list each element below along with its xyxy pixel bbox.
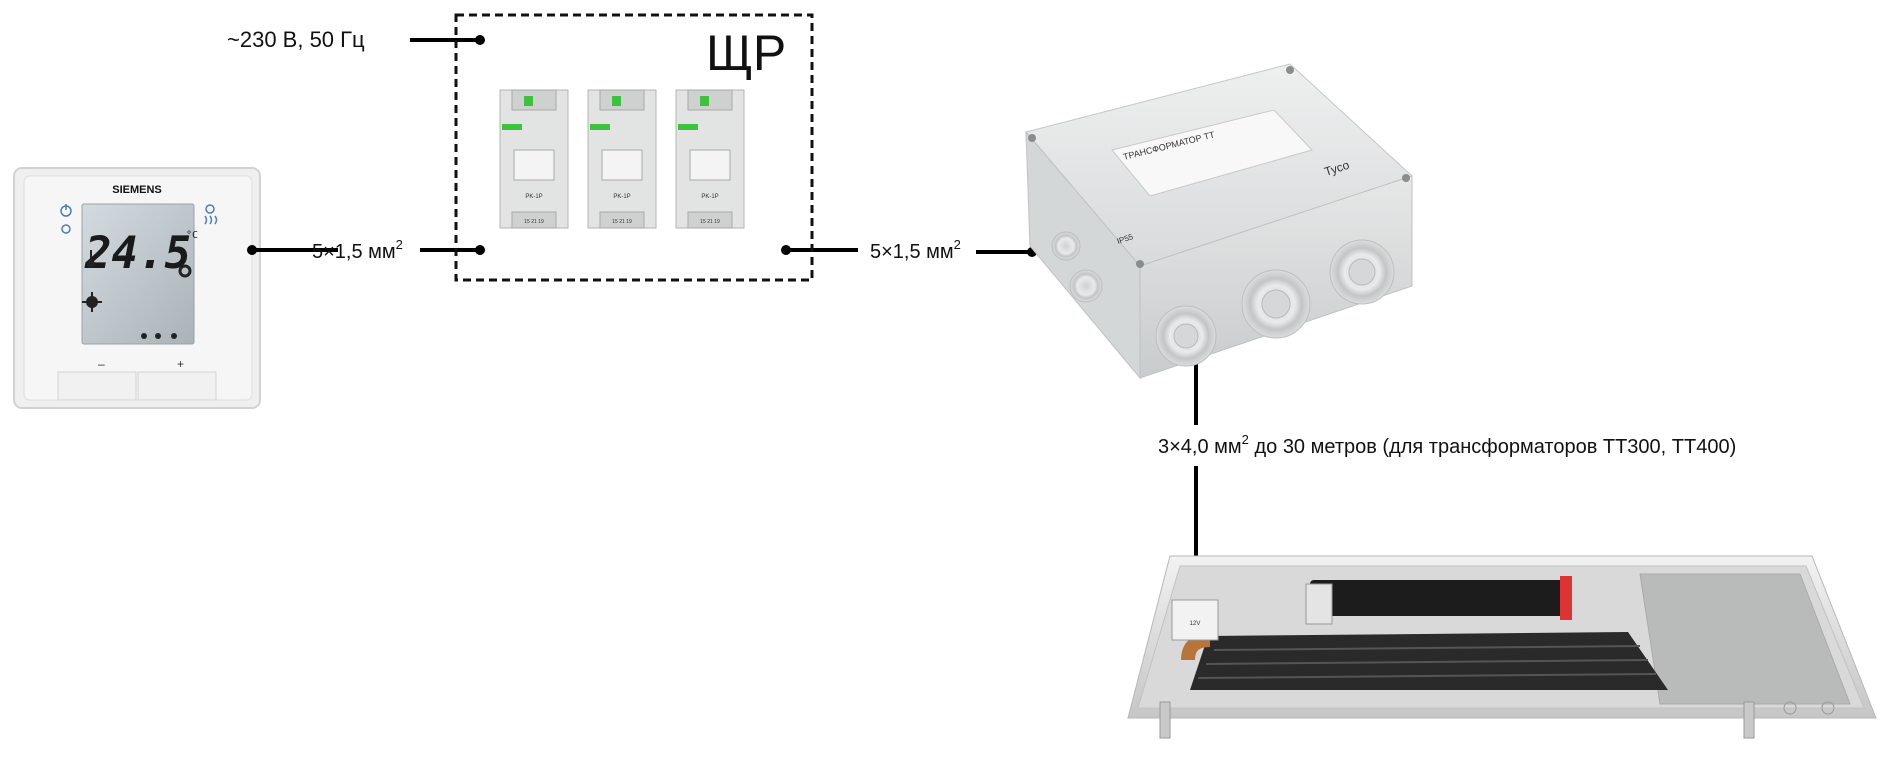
thermostat-unit: °C: [186, 230, 198, 241]
transformer-box: ТРАНСФОРМАТОР ТТ Tyco IP55: [1025, 63, 1413, 380]
plus-label: +: [177, 357, 184, 371]
thermostat: SIEMENS 24.5 °C – +: [13, 167, 261, 409]
fan-speed-icons: [141, 333, 177, 339]
box-screw: [1402, 174, 1410, 182]
cable-label-transformer: 5×1,5 мм2: [870, 237, 961, 263]
mode-icon[interactable]: [205, 204, 215, 214]
fan-end-cap: [1560, 576, 1572, 620]
sun-icon: [82, 292, 102, 312]
panel-border: [454, 13, 814, 282]
heating-icon[interactable]: [204, 215, 218, 225]
transformer-label-sticker: [1111, 109, 1313, 197]
terminal-box-tag: 12V: [1190, 621, 1201, 627]
gear-icon: [178, 264, 192, 278]
minus-label: –: [98, 357, 105, 371]
thermostat-brand: SIEMENS: [112, 184, 162, 196]
cable-gland: [1069, 269, 1103, 303]
svg-text:15 21 19: 15 21 19: [700, 219, 720, 225]
svg-text:15 21 19: 15 21 19: [612, 219, 632, 225]
fan-icon[interactable]: [61, 224, 71, 234]
distribution-panel: ЩР PK-1P 15 21 19 PK-1P 15 21 19: [454, 13, 814, 282]
svg-text:PK-1P: PK-1P: [525, 194, 542, 200]
cable-label-thermostat: 5×1,5 мм2: [312, 237, 403, 263]
svg-text:15 21 19: 15 21 19: [524, 219, 544, 225]
svg-text:PK-1P: PK-1P: [613, 194, 630, 200]
minus-button[interactable]: [57, 371, 137, 401]
svg-text:PK-1P: PK-1P: [701, 194, 718, 200]
cable-label-convector: 3×4,0 мм2 до 30 метров (для трансформато…: [1158, 432, 1736, 458]
floor-convector: 12V: [1127, 555, 1877, 739]
mounting-hole: [1821, 701, 1835, 715]
box-screw: [1028, 134, 1036, 142]
power-icon[interactable]: [60, 204, 72, 217]
fan-bracket: [1305, 583, 1333, 625]
box-screw: [1136, 260, 1144, 268]
mounting-foot: [1743, 701, 1755, 739]
box-side: [1025, 130, 1141, 380]
fan-unit: [1310, 580, 1566, 616]
terminal-box: [1171, 599, 1219, 641]
thermostat-lcd: [81, 203, 195, 345]
cable-gland: [1051, 231, 1081, 261]
relay-module: PK-1P 15 21 19: [499, 89, 569, 229]
relay-module: PK-1P 15 21 19: [587, 89, 657, 229]
mounting-hole: [1783, 701, 1797, 715]
thermometer-icon: [87, 250, 95, 268]
plus-button[interactable]: [137, 371, 217, 401]
box-screw: [1286, 66, 1294, 74]
panel-title: ЩР: [706, 25, 786, 81]
mounting-foot: [1159, 701, 1171, 739]
thermostat-temperature: 24.5: [84, 228, 191, 279]
power-label: ~230 В, 50 Гц: [227, 27, 365, 52]
convector-cover: [1639, 573, 1851, 705]
relay-module: PK-1P 15 21 19: [675, 89, 745, 229]
